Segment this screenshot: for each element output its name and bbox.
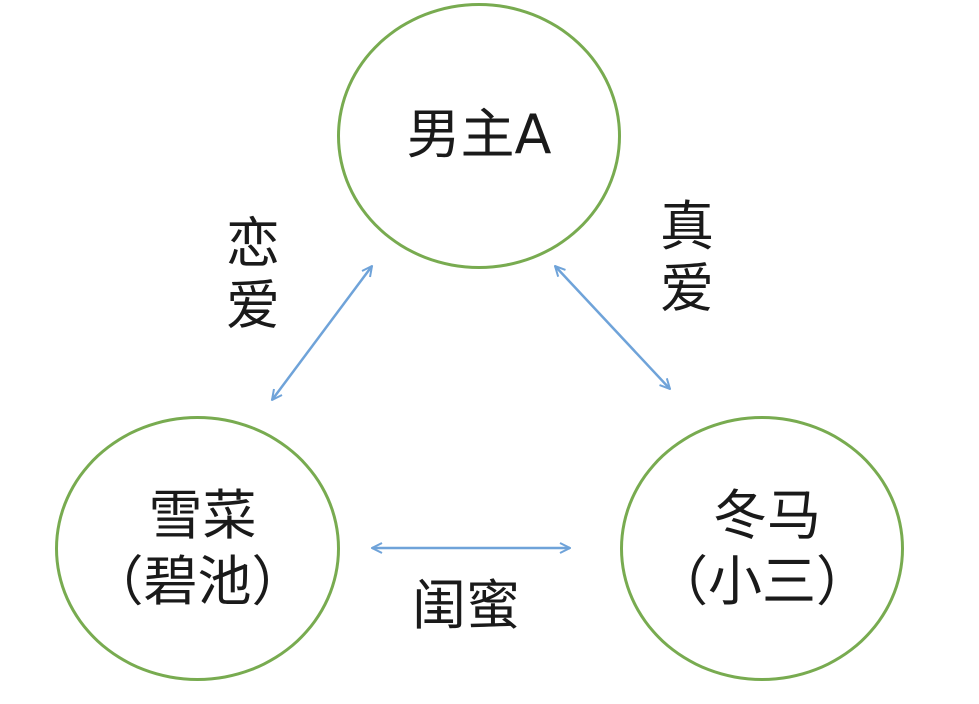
bestie-label: 闺蜜 — [412, 574, 520, 637]
node-male-lead-a-label: 男主A — [406, 103, 552, 166]
node-kazusa-name: 冬马 — [713, 483, 821, 547]
node-setsuna-note: （碧池） — [89, 549, 306, 613]
node-setsuna-name: 雪菜 — [148, 483, 257, 547]
true-love-arrow — [555, 266, 670, 389]
love-label: 恋爱 — [226, 212, 280, 337]
node-kazusa: 冬马 （小三） — [620, 416, 904, 681]
node-setsuna: 雪菜 （碧池） — [55, 416, 340, 681]
love-arrow — [272, 266, 372, 400]
node-kazusa-note: （小三） — [654, 549, 870, 613]
node-male-lead-a: 男主A — [337, 3, 621, 269]
true-love-label: 真爱 — [660, 195, 714, 320]
